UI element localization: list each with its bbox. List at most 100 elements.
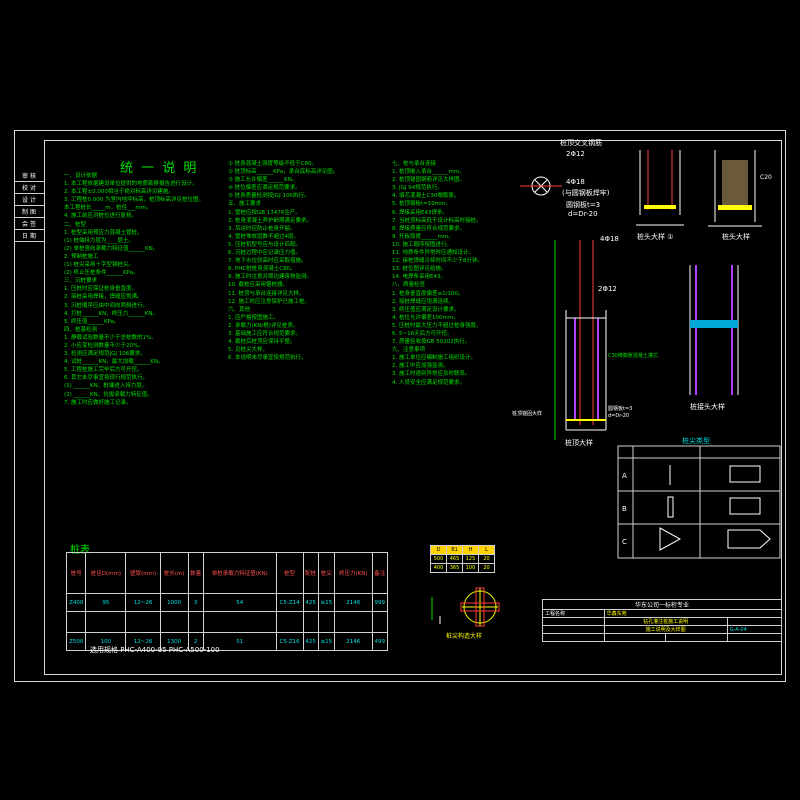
note-line: 10. 施工顺序按图进行。 — [392, 241, 452, 248]
plate2-label: 圆钢板t=3 — [608, 406, 633, 412]
note-line: 4. 管桩堆放层数不超过4层。 — [228, 233, 299, 240]
pile-type-note: 选用规格 PHC-A400-95 PHC-A500-100 — [90, 646, 220, 654]
plate-d-label: d=Dr-20 — [568, 210, 598, 218]
note-line: 1. 应严格按图施工。 — [228, 314, 279, 321]
note-line: 5. 桩顶钢板t=10mm。 — [392, 201, 451, 208]
note-line: 11. 桩顶与承台连接详见大样。 — [228, 290, 305, 297]
note-line: 4. 截桩后桩顶应保持平整。 — [228, 339, 296, 346]
project-label: 工程名称 — [542, 609, 605, 618]
drawing-number: G-A-04 — [726, 625, 783, 634]
note-line: 6. 其它未尽事宜按现行规范执行。 — [64, 375, 148, 382]
note-line: 1. 桩型采用预应力混凝土管桩。 — [64, 229, 143, 236]
rebar-label-1: 2Φ12 — [566, 150, 585, 158]
rebar-label-2: 4Φ18 — [566, 178, 585, 186]
note-line: 2. 小应变检测数量不少于20%。 — [64, 342, 144, 349]
note-line: 1. 本工程依据建设单位提供的地质勘察报告进行设计。 — [64, 181, 198, 188]
note-line: 9. 托板厚度______mm。 — [392, 233, 454, 240]
pile-header: 单桩承载力特征值(KN) — [202, 552, 277, 594]
note-line: 六、其他 — [228, 306, 251, 313]
note-line: 1. 静载试验数量不少于总桩数的1%。 — [64, 334, 157, 341]
note-line: 2. 承载力(KN/根)详见桩表。 — [228, 322, 299, 329]
note-line: 4. 试桩______KN，最大加载______KN。 — [64, 359, 164, 366]
note-line: 11. 地质条件异常时应通知设计。 — [392, 250, 474, 257]
drawing-title-2: 施工说明及大样图 — [603, 625, 728, 634]
weld-note: (与圆钢板焊牢) — [562, 189, 610, 197]
notes-column-1: 一、设计依据 1. 本工程依据建设单位提供的地质勘察报告进行设计。2. 本工程±0… — [64, 172, 224, 537]
note-line: 7. 质量验收按GB 50202执行。 — [392, 339, 471, 346]
note-line: (2) 单桩竖向承载力特征值______KN。 — [64, 245, 159, 252]
table-row: Z500 100 12~26 1300 2 51 C5-Z16 425 ≥15 … — [65, 632, 389, 651]
note-line: 1. 桩身垂直度偏差≤1/100。 — [392, 290, 464, 297]
drawing-title-1: 钻孔灌注桩施工说明 — [603, 617, 728, 626]
side-row: 制 图 — [14, 206, 44, 218]
company-name: 华东公司一标桁专业 — [542, 599, 782, 610]
tip-plate-h — [460, 602, 500, 612]
note-line: 3. 基础施工应符合规范要求。 — [228, 330, 301, 337]
joint-label: 桩接头大样 — [690, 403, 725, 411]
top-label: 桩顶大样 — [565, 439, 593, 447]
note-line: 2. 预制桩施工 — [64, 253, 99, 260]
note-line: 2. 桩顶锚固钢筋详见大样图。 — [392, 177, 465, 184]
note-line: 8. PHC桩桩身混凝土C80。 — [228, 266, 296, 273]
note-line: 10. 截桩应采用锯桩器。 — [228, 282, 288, 289]
note-line: 一、设计依据 — [64, 173, 98, 179]
table-row: Z400 95 12~26 1000 3 54 C5-Z14 425 ≥15 2… — [65, 593, 389, 612]
pile-section — [554, 240, 607, 440]
c20-label: C20 — [760, 174, 772, 181]
fill-label: C30微膨胀混凝土灌芯 — [608, 353, 658, 359]
table-cell: 425 — [302, 632, 319, 651]
note-line: ① 桩身混凝土强度等级不低于C80。 — [228, 161, 318, 167]
table-row — [65, 611, 389, 633]
note-line: 4. 施工前应对桩位进行复核。 — [64, 213, 137, 220]
table-cell: ≥15 — [317, 632, 335, 651]
note-line: 八、质量检查 — [392, 282, 426, 289]
anchor-label: 桩顶锚固大样 — [512, 411, 543, 417]
note-line: 6. 焊接采用E43焊条。 — [392, 209, 448, 216]
notes-title: 统 一 说 明 — [120, 161, 199, 176]
note-line: 6. 5~16天后方可开挖。 — [392, 330, 453, 337]
table-cell: 499 — [371, 632, 389, 651]
note-line: 12. 施工时应注意保护已施工桩。 — [228, 298, 310, 305]
table-cell: 2 — [187, 632, 204, 651]
note-line: 4. 桩位允许偏差100mm。 — [392, 314, 459, 321]
note-line: 1. 管桩应按GB 13476生产。 — [228, 209, 301, 216]
side-sign-block: 审 核 校 对 设 计 制 图 会 签 日 期 — [14, 170, 44, 260]
drawing-frame — [44, 140, 782, 675]
note-line: 3. 检测应满足规范JGJ 106要求。 — [64, 351, 146, 358]
notes-column-2: ① 桩身混凝土强度等级不低于C80。② 桩顶标高______KPa，承台底标高详… — [228, 160, 388, 530]
table-cell: 51 — [202, 632, 277, 651]
note-line: (1) 桩端持力层为____层土。 — [64, 237, 135, 244]
note-line: (1) ______KN，桩端进入持力层。 — [64, 383, 148, 390]
head-label-2: 桩头大样 — [722, 233, 750, 241]
note-line: 3. 施工时遇到异常应及时联系。 — [392, 371, 471, 378]
note-line: (2) 终止压桩条件______KPa。 — [64, 270, 139, 277]
note-line: 4. 人员安全应满足规范要求。 — [392, 379, 465, 386]
note-line: 2. 桩身混凝土养护龄期满足要求。 — [228, 217, 312, 224]
project-name: 华鑫东苑 — [603, 609, 783, 618]
plate-label: 圆钢板t=3 — [566, 201, 601, 209]
note-line: 2. 本工程±0.000相当于绝对标高详见建施。 — [64, 189, 174, 196]
cross-rebar-detail — [520, 176, 562, 196]
rebar-side-label-1: 4Φ18 — [600, 235, 619, 243]
note-line: 五、施工要求 — [228, 201, 262, 208]
note-line: 13. 桩位图详见结施。 — [392, 266, 447, 273]
side-row: 会 签 — [14, 218, 44, 230]
note-line: (1) 桩尖采用十字型钢桩尖。 — [64, 262, 135, 269]
note-line: 5. 压桩时最大压力不超过桩身强度。 — [392, 322, 482, 329]
note-line: 1. 施工单位应编制施工组织设计。 — [392, 355, 476, 362]
note-line: 5. 工程桩施工完毕后方可开挖。 — [64, 367, 143, 374]
note-line: 5. 压桩机型号应与设计匹配。 — [228, 241, 301, 248]
pile-table: 桩号 桩径D(mm) 壁厚(mm) 桩长(m) 数量 单桩承载力特征值(KN) … — [65, 552, 389, 651]
note-line: 9. 施工时注意对周边建筑物监测。 — [228, 274, 312, 281]
pile-header: 桩径D(mm) — [85, 552, 127, 594]
note-line: 7. 施工时应做好施工记录。 — [64, 399, 132, 406]
pile-joint-detail — [689, 265, 739, 395]
plate2-d-label: d=Dr-20 — [608, 413, 630, 419]
note-line: 3. 工程桩0.000 为室内地坪标高，桩顶标高详见桩位图。 — [64, 197, 204, 204]
table-cell: Z500 — [65, 632, 87, 651]
legend-row-b: B — [622, 505, 627, 513]
note-line: 7. 当桩顶标高低于设计标高时接桩。 — [392, 217, 482, 224]
note-line: 6. 沉桩过程中应记录压力值。 — [228, 250, 301, 257]
